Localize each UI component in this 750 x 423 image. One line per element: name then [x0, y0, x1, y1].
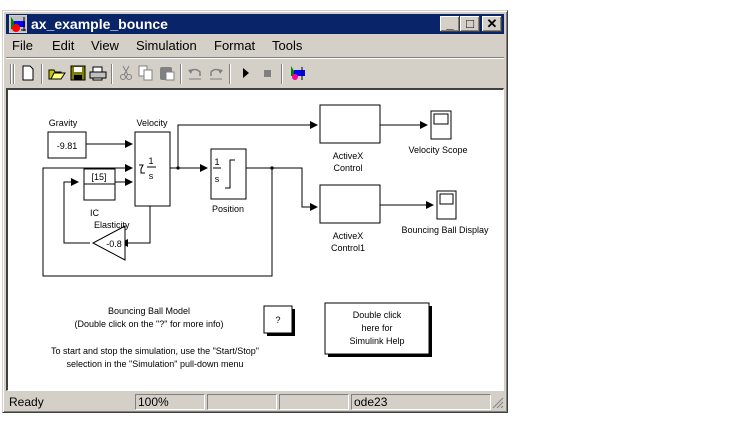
close-icon: ✕ — [486, 16, 498, 31]
menu-bar: File Edit View Simulation Format Tools — [6, 36, 504, 56]
gravity-label: Gravity — [49, 118, 78, 128]
gravity-value: -9.81 — [57, 141, 78, 151]
maximize-icon: □ — [466, 16, 474, 31]
instructions-annotation-2: selection in the "Simulation" pull-down … — [67, 359, 244, 369]
velocity-denominator: s — [149, 171, 154, 181]
model-hint-annotation: (Double click on the "?" for more info) — [75, 319, 224, 329]
velocity-scope-block[interactable]: Velocity Scope — [408, 110, 468, 155]
undo-icon[interactable] — [186, 64, 204, 82]
start-icon[interactable] — [237, 64, 255, 82]
block-diagram[interactable]: -9.81 Gravity 1 s Velocity [15] IC — [8, 90, 504, 391]
simulink-app-icon[interactable] — [9, 15, 27, 33]
menu-edit[interactable]: Edit — [52, 38, 75, 53]
toolbar-separator — [229, 64, 231, 84]
simulink-help-block[interactable]: Double click here for Simulink Help — [324, 302, 432, 357]
velocity-integrator-block[interactable]: 1 s Velocity — [134, 118, 171, 207]
menu-file[interactable]: File — [12, 38, 33, 53]
paste-icon[interactable] — [158, 64, 176, 82]
solver-name: ode23 — [351, 394, 491, 410]
save-icon[interactable] — [69, 64, 87, 82]
status-message: Ready — [9, 395, 44, 409]
redo-icon[interactable] — [207, 64, 225, 82]
instructions-annotation: To start and stop the simulation, use th… — [51, 346, 259, 356]
model-title-annotation: Bouncing Ball Model — [108, 306, 190, 316]
help-text-line3: Simulink Help — [349, 336, 404, 346]
cut-icon[interactable] — [117, 64, 135, 82]
menu-format[interactable]: Format — [214, 38, 256, 53]
elasticity-gain-block[interactable]: -0.8 Elasticity — [91, 220, 130, 261]
info-question-mark: ? — [275, 315, 280, 325]
copy-icon[interactable] — [137, 64, 155, 82]
reset-trigger-icon — [139, 164, 145, 174]
menu-separator — [6, 57, 504, 59]
status-bar: Ready 100% ode23 — [6, 393, 504, 411]
activex-control1-label: ActiveX — [333, 231, 364, 241]
velocity-scope-label: Velocity Scope — [408, 145, 467, 155]
activex-control-block[interactable]: ActiveX Control — [319, 104, 381, 173]
status-panel-3 — [207, 394, 277, 410]
branch-point — [176, 166, 180, 170]
elasticity-label: Elasticity — [94, 220, 130, 230]
toolbar — [6, 60, 504, 86]
simulink-window: ax_example_bounce _ □ ✕ File Edit View S… — [2, 10, 508, 413]
open-icon[interactable] — [48, 64, 66, 82]
branch-point — [270, 166, 274, 170]
info-button-block[interactable]: ? — [263, 305, 295, 336]
signal-position-activex1[interactable] — [243, 167, 318, 211]
position-numerator: 1 — [214, 157, 219, 167]
minimize-button[interactable]: _ — [440, 16, 460, 32]
model-canvas[interactable]: -9.81 Gravity 1 s Velocity [15] IC — [6, 88, 504, 391]
zoom-level: 100% — [135, 394, 205, 410]
help-text-line2: here for — [361, 323, 392, 333]
elasticity-value: -0.8 — [106, 239, 122, 249]
position-label: Position — [212, 204, 244, 214]
velocity-numerator: 1 — [148, 156, 153, 166]
minimize-icon: _ — [446, 16, 454, 31]
close-button[interactable]: ✕ — [482, 16, 502, 32]
menu-view[interactable]: View — [91, 38, 119, 53]
saturation-icon — [225, 159, 235, 189]
signal-velocity-activex[interactable] — [177, 121, 318, 168]
help-text-line1: Double click — [353, 310, 402, 320]
velocity-label: Velocity — [136, 118, 168, 128]
activex-control-label: ActiveX — [333, 151, 364, 161]
signal-elasticity-ic[interactable] — [63, 178, 90, 244]
resize-grip-icon[interactable] — [492, 396, 504, 410]
window-title: ax_example_bounce — [31, 16, 168, 32]
bouncing-ball-display-block[interactable]: Bouncing Ball Display — [401, 190, 489, 235]
position-integrator-block[interactable]: 1 s Position — [210, 148, 247, 214]
menu-tools[interactable]: Tools — [272, 38, 303, 53]
signal-position-reset[interactable] — [42, 164, 273, 277]
signal-velocity-elasticity[interactable] — [120, 201, 151, 247]
toolbar-separator — [111, 64, 113, 84]
toolbar-grip[interactable] — [10, 64, 12, 84]
position-denominator: s — [215, 174, 220, 184]
toolbar-grip-2[interactable] — [13, 64, 15, 84]
toolbar-separator — [281, 64, 283, 84]
ic-label: IC — [90, 208, 100, 218]
toolbar-separator — [41, 64, 43, 84]
library-browser-icon[interactable] — [289, 64, 307, 82]
activex-control1-label-2: Control1 — [331, 243, 365, 253]
menu-simulation[interactable]: Simulation — [136, 38, 197, 53]
gravity-block[interactable]: -9.81 Gravity — [47, 118, 87, 159]
ic-block[interactable]: [15] IC — [83, 168, 116, 218]
ic-value: [15] — [91, 172, 106, 182]
activex-control1-block[interactable]: ActiveX Control1 — [319, 184, 381, 253]
activex-control-label-2: Control — [333, 163, 362, 173]
new-icon[interactable] — [19, 64, 37, 82]
status-panel-4 — [279, 394, 349, 410]
print-icon[interactable] — [89, 64, 107, 82]
title-bar[interactable]: ax_example_bounce _ □ ✕ — [6, 14, 504, 34]
bouncing-ball-display-label: Bouncing Ball Display — [401, 225, 489, 235]
stop-icon[interactable] — [258, 64, 276, 82]
maximize-button[interactable]: □ — [460, 16, 480, 32]
toolbar-separator — [180, 64, 182, 84]
